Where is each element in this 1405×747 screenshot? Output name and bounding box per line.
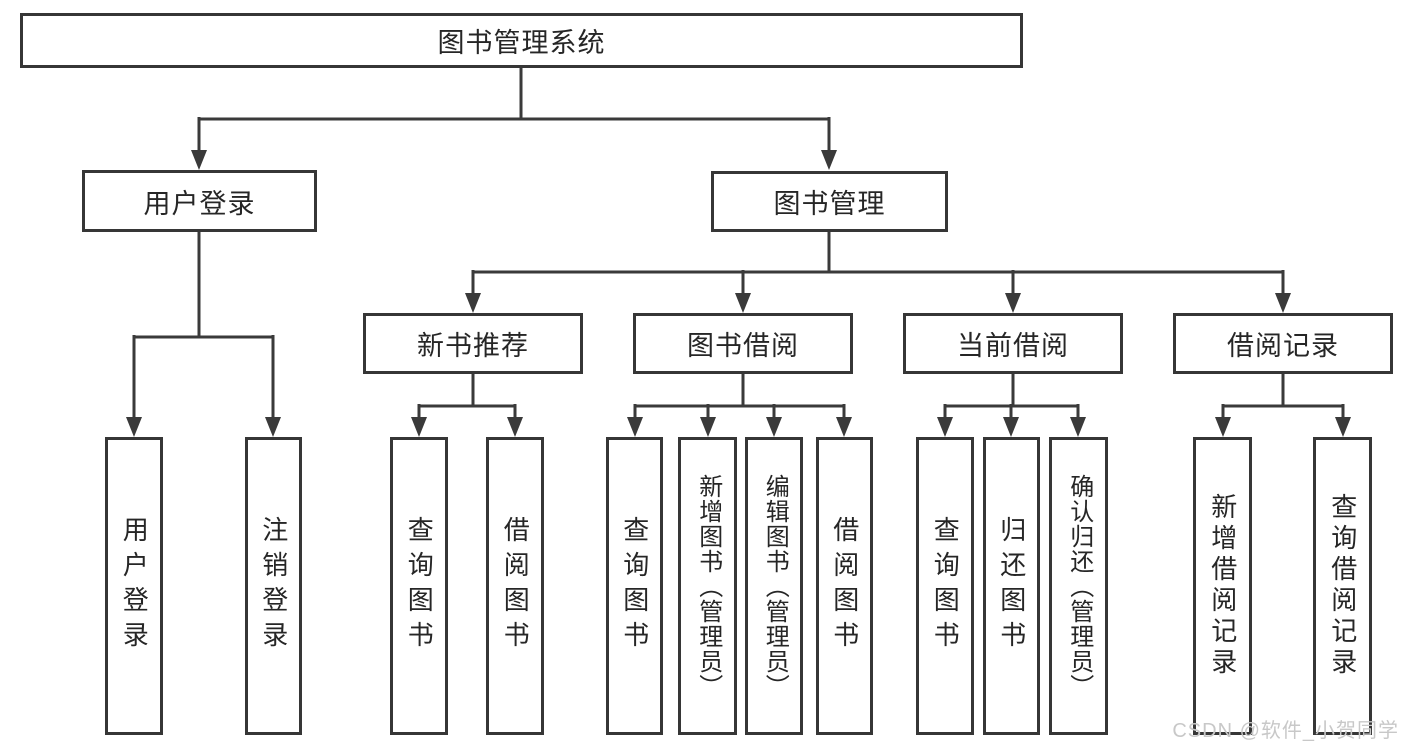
branch-book-borrow <box>627 373 852 437</box>
leaf-return-books: 归还图书 <box>983 437 1040 735</box>
node-label: 用户登录 <box>143 188 256 219</box>
node-borrow-records: 借阅记录 <box>1173 313 1393 374</box>
arrow-down-icon <box>700 417 716 437</box>
branch-user-login <box>126 231 281 437</box>
arrow-down-icon <box>766 417 782 437</box>
leaf-borrow-books-1: 借阅图书 <box>486 437 544 735</box>
leaf-label: 新增图书（管理员） <box>694 473 722 699</box>
node-label: 借阅记录 <box>1227 331 1339 361</box>
leaf-label: 确认归还（管理员） <box>1065 473 1093 699</box>
leaf-label: 查询图书 <box>930 516 961 656</box>
arrow-down-icon <box>265 417 281 437</box>
arrow-down-icon <box>735 293 751 313</box>
node-new-book-recommend: 新书推荐 <box>363 313 583 374</box>
leaf-query-books-2: 查询图书 <box>606 437 663 735</box>
leaf-confirm-return-admin: 确认归还（管理员） <box>1049 437 1108 735</box>
leaf-label: 归还图书 <box>996 516 1027 656</box>
branch-new-book <box>411 373 523 437</box>
leaf-add-borrow-record: 新增借阅记录 <box>1193 437 1252 735</box>
node-book-borrow: 图书借阅 <box>633 313 853 374</box>
arrow-down-icon <box>1005 293 1021 313</box>
arrow-down-icon <box>507 417 523 437</box>
arrow-down-icon <box>627 417 643 437</box>
node-root-label: 图书管理系统 <box>437 28 606 58</box>
node-label: 新书推荐 <box>417 331 529 361</box>
arrow-down-icon <box>411 417 427 437</box>
arrow-down-icon <box>821 150 837 170</box>
leaf-add-books-admin: 新增图书（管理员） <box>678 437 737 735</box>
leaf-query-borrow-record: 查询借阅记录 <box>1313 437 1372 735</box>
arrow-down-icon <box>1003 417 1019 437</box>
leaf-logout: 注销登录 <box>245 437 302 735</box>
leaf-label: 新增借阅记录 <box>1207 493 1238 679</box>
arrow-down-icon <box>126 417 142 437</box>
arrow-down-icon <box>836 417 852 437</box>
arrow-down-icon <box>465 293 481 313</box>
leaf-borrow-books-2: 借阅图书 <box>816 437 873 735</box>
leaf-label: 用户登录 <box>119 516 150 656</box>
arrow-down-icon <box>1070 417 1086 437</box>
leaf-query-books-3: 查询图书 <box>916 437 974 735</box>
node-label: 图书管理 <box>773 189 886 219</box>
csdn-watermark: CSDN @软件_小贺同学 <box>1172 720 1399 742</box>
leaf-label: 查询图书 <box>404 516 435 656</box>
leaf-user-login: 用户登录 <box>105 437 163 735</box>
node-label: 当前借阅 <box>957 331 1069 361</box>
node-root: 图书管理系统 <box>20 13 1023 68</box>
leaf-edit-books-admin: 编辑图书（管理员） <box>745 437 803 735</box>
arrow-down-icon <box>937 417 953 437</box>
arrow-down-icon <box>1215 417 1231 437</box>
arrow-down-icon <box>1275 293 1291 313</box>
leaf-label: 查询图书 <box>619 516 650 656</box>
leaf-query-books-1: 查询图书 <box>390 437 448 735</box>
arrow-down-icon <box>1335 417 1351 437</box>
node-user-login: 用户登录 <box>82 170 317 232</box>
arrow-down-icon <box>191 150 207 170</box>
leaf-label: 借阅图书 <box>829 516 860 656</box>
branch-borrow-records <box>1215 373 1351 437</box>
leaf-label: 查询借阅记录 <box>1327 493 1358 679</box>
branch-book-management <box>465 231 1291 313</box>
leaf-label: 编辑图书（管理员） <box>761 473 789 699</box>
leaf-label: 注销登录 <box>258 516 289 656</box>
node-current-borrow: 当前借阅 <box>903 313 1123 374</box>
node-book-management: 图书管理 <box>711 171 948 232</box>
leaf-label: 借阅图书 <box>500 516 531 656</box>
branch-root <box>191 66 837 170</box>
branch-current-borrow <box>937 373 1086 437</box>
node-label: 图书借阅 <box>687 331 799 361</box>
